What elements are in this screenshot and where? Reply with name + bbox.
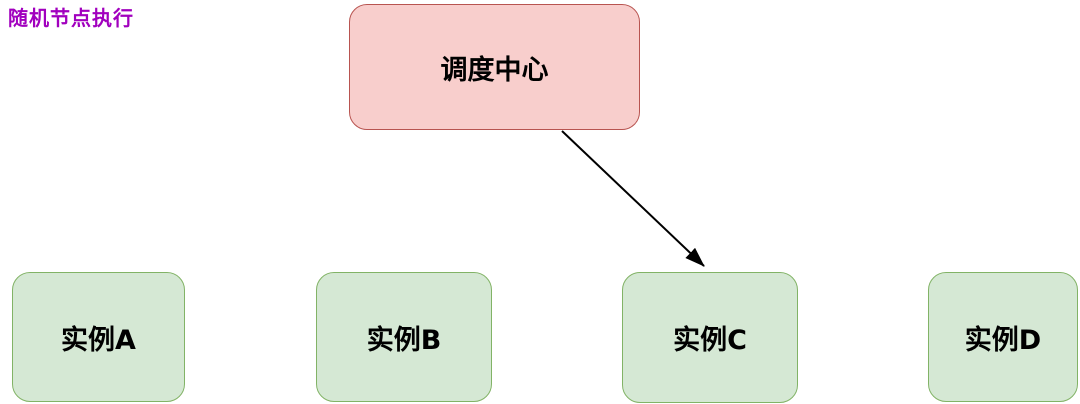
node-scheduler: 调度中心 (349, 4, 640, 130)
node-instance-a-label: 实例A (61, 324, 136, 356)
arrow-scheduler-to-instance-c (561, 130, 705, 267)
node-instance-b: 实例B (316, 272, 492, 402)
node-instance-a: 实例A (12, 272, 185, 402)
diagram-annotation-label: 随机节点执行 (8, 6, 134, 30)
node-scheduler-label: 调度中心 (440, 54, 549, 86)
node-instance-d: 实例D (928, 272, 1078, 402)
node-instance-c-label: 实例C (673, 325, 747, 356)
node-instance-d-label: 实例D (964, 324, 1042, 356)
node-instance-b-label: 实例B (366, 324, 442, 356)
node-instance-c: 实例C (622, 272, 798, 403)
